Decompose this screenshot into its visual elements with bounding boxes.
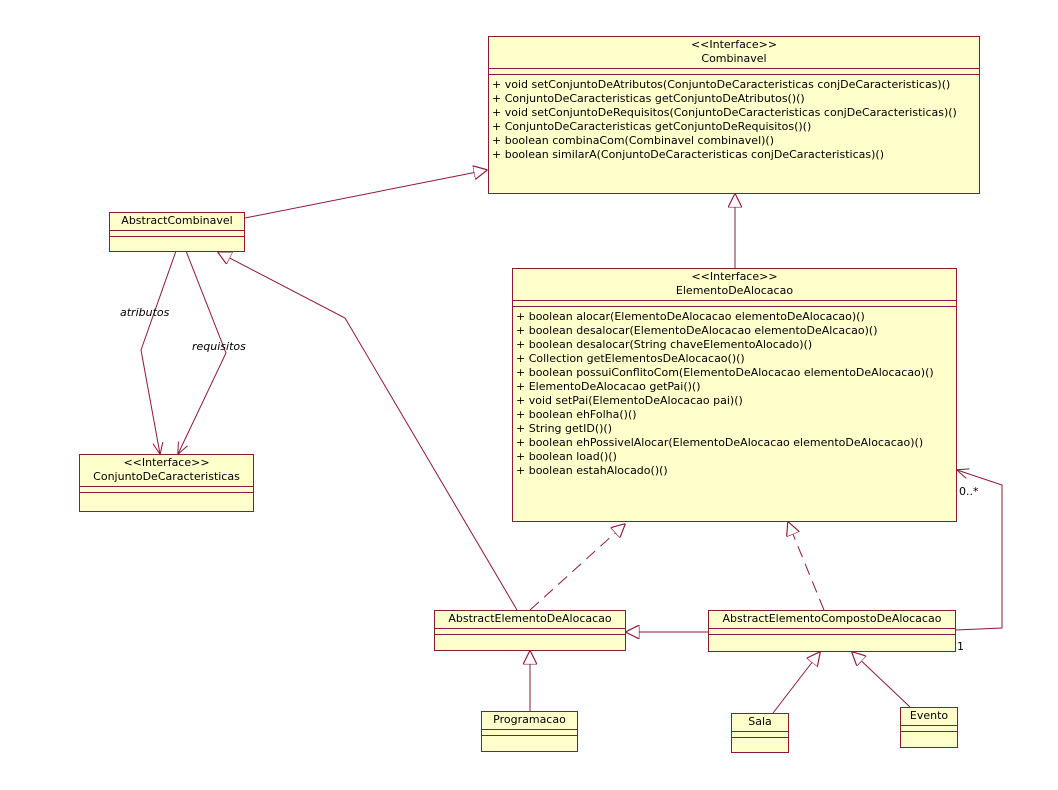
attributes-compartment [435, 629, 625, 635]
class-header: Evento [901, 708, 957, 726]
generalization-abstractelemento-abstractcombinavel [218, 252, 518, 611]
stereotype-label: <<Interface>> [123, 456, 210, 469]
operation: + Collection getElementosDeAlocacao()() [516, 352, 745, 365]
generalization-sala-abstractcomposto [772, 652, 820, 714]
association-requisitos [178, 250, 227, 454]
class-programacao[interactable]: Programacao [481, 711, 578, 752]
attributes-compartment [80, 487, 253, 493]
attributes-compartment [489, 69, 979, 75]
operation: + boolean ehPossivelAlocar(ElementoDeAlo… [516, 436, 924, 449]
class-elementodealocacao[interactable]: <<Interface>> ElementoDeAlocacao + boole… [512, 268, 957, 522]
operation: + ElementoDeAlocacao getPai()() [516, 380, 701, 393]
role-label-requisitos: requisitos [192, 340, 246, 353]
operations-compartment: + void setConjuntoDeAtributos(ConjuntoDe… [489, 75, 979, 162]
class-conjuntodecaracteristicas[interactable]: <<Interface>> ConjuntoDeCaracteristicas [79, 454, 254, 512]
operation: + boolean alocar(ElementoDeAlocacao elem… [516, 310, 865, 323]
multiplicity-many: 0..* [959, 485, 979, 498]
class-name: Sala [748, 715, 772, 728]
generalization-abstractcombinavel-combinavel [244, 170, 487, 219]
operation: + boolean desalocar(ElementoDeAlocacao e… [516, 324, 878, 337]
class-abstractelementodealocacao[interactable]: AbstractElementoDeAlocacao [434, 610, 626, 651]
class-header: Sala [732, 714, 788, 732]
operation: + void setConjuntoDeAtributos(ConjuntoDe… [492, 78, 951, 91]
class-name: AbstractCombinavel [121, 214, 233, 227]
attributes-compartment [901, 726, 957, 732]
class-name: ElementoDeAlocacao [675, 284, 794, 297]
operation: + boolean ehFolha()() [516, 408, 637, 421]
multiplicity-one: 1 [957, 640, 964, 653]
class-header: AbstractElementoDeAlocacao [435, 611, 625, 629]
operation: + ConjuntoDeCaracteristicas getConjuntoD… [492, 120, 812, 133]
class-combinavel[interactable]: <<Interface>> Combinavel + void setConju… [488, 36, 980, 194]
class-sala[interactable]: Sala [731, 713, 789, 753]
operation: + void setPai(ElementoDeAlocacao pai)() [516, 394, 743, 407]
class-header: <<Interface>> ElementoDeAlocacao [513, 269, 956, 301]
attributes-compartment [513, 301, 956, 307]
attributes-compartment [709, 629, 955, 635]
operation: + boolean desalocar(String chaveElemento… [516, 338, 813, 351]
class-header: Programacao [482, 712, 577, 730]
role-label-atributos: atributos [120, 306, 170, 319]
attributes-compartment [732, 732, 788, 738]
class-header: AbstractElementoCompostoDeAlocacao [709, 611, 955, 629]
operations-compartment: + boolean alocar(ElementoDeAlocacao elem… [513, 307, 956, 478]
association-composite-children [956, 470, 1003, 631]
operation: + String getID()() [516, 422, 612, 435]
class-header: <<Interface>> ConjuntoDeCaracteristicas [80, 455, 253, 487]
class-name: AbstractElementoDeAlocacao [448, 612, 612, 625]
class-header: AbstractCombinavel [110, 213, 244, 231]
operation: + void setConjuntoDeRequisitos(ConjuntoD… [492, 106, 957, 119]
class-abstractelementocompostodealocacao[interactable]: AbstractElementoCompostoDeAlocacao [708, 610, 956, 652]
stereotype-label: <<Interface>> [691, 270, 778, 283]
class-abstractcombinavel[interactable]: AbstractCombinavel [109, 212, 245, 252]
association-atributos [140, 250, 177, 454]
attributes-compartment [110, 231, 244, 237]
operation: + boolean similarA(ConjuntoDeCaracterist… [492, 148, 884, 161]
class-evento[interactable]: Evento [900, 707, 958, 748]
class-name: AbstractElementoCompostoDeAlocacao [722, 612, 942, 625]
operation: + boolean load()() [516, 450, 617, 463]
stereotype-label: <<Interface>> [690, 38, 778, 51]
realization-abstractcomposto-elemento [788, 522, 825, 611]
class-header: <<Interface>> Combinavel [489, 37, 979, 69]
operation: + boolean possuiConflitoCom(ElementoDeAl… [516, 366, 934, 379]
class-name: Evento [909, 709, 949, 722]
operation: + ConjuntoDeCaracteristicas getConjuntoD… [492, 92, 805, 105]
attributes-compartment [482, 730, 577, 736]
class-name: Programacao [493, 713, 566, 726]
class-name: Combinavel [701, 52, 767, 65]
generalization-evento-abstractcomposto [852, 652, 911, 708]
class-name: ConjuntoDeCaracteristicas [93, 470, 240, 483]
operation: + boolean combinaCom(Combinavel combinav… [492, 134, 775, 147]
realization-abstractelemento-elemento [529, 524, 625, 611]
operation: + boolean estahAlocado()() [516, 464, 668, 477]
